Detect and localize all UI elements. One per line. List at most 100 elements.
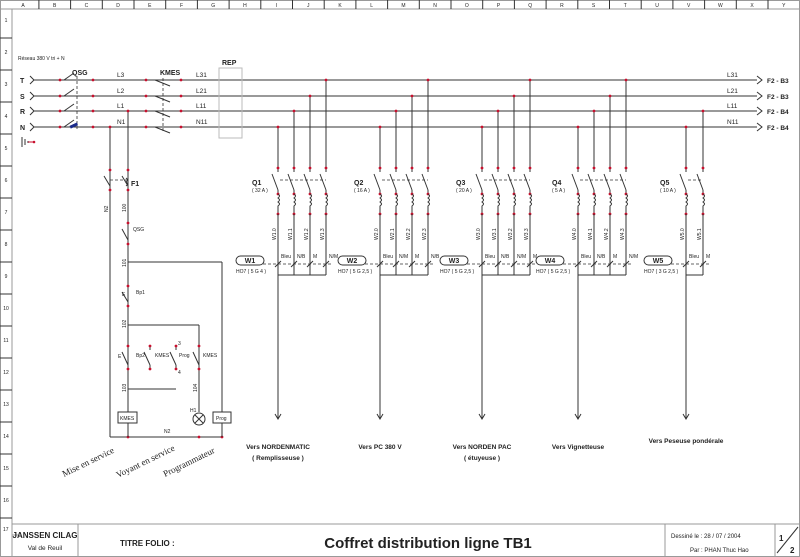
terminal-dot xyxy=(512,94,516,98)
terminal-dot xyxy=(576,166,580,170)
terminal-dot xyxy=(308,166,312,170)
switch-contact xyxy=(603,173,611,191)
terminal-dot xyxy=(126,367,130,371)
destination-label: Vers Vignetteuse xyxy=(552,444,605,451)
author: Par : PHAN Thuc Hao xyxy=(690,548,749,554)
switch-contact xyxy=(523,173,531,191)
thermal-trip-icon xyxy=(593,193,596,214)
terminal-dot xyxy=(174,367,178,371)
line-label: L1 xyxy=(117,103,125,110)
line-label: L21 xyxy=(196,88,207,95)
core-color: N/M xyxy=(399,254,408,260)
terminal-dot xyxy=(126,304,130,308)
switch-contact xyxy=(121,351,129,366)
switch-contact xyxy=(169,351,177,366)
core-color: Bleu xyxy=(383,254,393,260)
earth-icon xyxy=(21,137,36,147)
wire-label: W2.3 xyxy=(422,228,428,240)
wire-label: W3.0 xyxy=(476,228,482,240)
row-label-15: 15 xyxy=(3,466,9,472)
wire-label: W5.0 xyxy=(680,228,686,240)
column-label-U: U xyxy=(655,3,659,9)
thermal-trip-icon xyxy=(577,193,580,214)
terminal-dot xyxy=(684,125,688,129)
qsg-handle xyxy=(69,122,79,129)
destination-ref: F2 - B3 xyxy=(767,94,789,101)
prog-coil-label: Prog xyxy=(216,416,227,422)
terminal-dot xyxy=(378,125,382,129)
arrow-down-icon xyxy=(274,413,282,420)
core-color: N/M xyxy=(329,254,338,260)
thermal-trip-icon xyxy=(625,193,628,214)
switch-contact xyxy=(491,173,499,191)
line-label-end: L11 xyxy=(727,103,738,110)
terminal-dot xyxy=(126,221,130,225)
terminal-dot xyxy=(308,94,312,98)
core-color: N/B xyxy=(431,254,440,260)
column-label-Y: Y xyxy=(782,3,786,9)
thermal-trip-icon xyxy=(395,193,398,214)
wire-label: W1.1 xyxy=(288,228,294,240)
core-color: M xyxy=(533,254,537,260)
core-color: N/B xyxy=(597,254,606,260)
column-label-C: C xyxy=(85,3,89,9)
wire-label: W4.1 xyxy=(588,228,594,240)
row-label-7: 7 xyxy=(5,210,8,216)
column-label-V: V xyxy=(687,3,691,9)
wire-label: W4.3 xyxy=(620,228,626,240)
phase-label-S: S xyxy=(20,94,25,101)
terminal-dot xyxy=(91,109,95,113)
breaker-rating: ( 32 A ) xyxy=(252,188,268,194)
destination-label: Vers NORDENMATIC xyxy=(246,444,310,451)
switch-contact xyxy=(679,173,687,191)
wire-101: 101 xyxy=(122,258,128,267)
thermal-trip-icon xyxy=(277,193,280,214)
terminal-dot xyxy=(592,109,596,113)
column-label-D: D xyxy=(116,3,120,9)
switch-contact xyxy=(103,175,111,187)
row-label-16: 16 xyxy=(3,498,9,504)
terminal-dot xyxy=(126,284,130,288)
thermal-trip-icon xyxy=(685,193,688,214)
terminal-dot xyxy=(58,125,62,129)
wire-label: W4.2 xyxy=(604,228,610,240)
terminal-dot xyxy=(684,166,688,170)
core-color: N/B xyxy=(297,254,306,260)
rep-box xyxy=(218,67,243,139)
row-label-5: 5 xyxy=(5,146,8,152)
terminal-dot xyxy=(197,344,201,348)
wire-103: 103 xyxy=(122,383,128,392)
switch-contact xyxy=(405,173,413,191)
output-arrow-icon xyxy=(756,75,763,85)
row-label-2: 2 xyxy=(5,50,8,56)
destination-ref: F2 - B4 xyxy=(767,109,789,116)
wire-label: W1.3 xyxy=(320,228,326,240)
column-label-R: R xyxy=(560,3,564,9)
wire-102: 102 xyxy=(122,319,128,328)
thermal-trip-icon xyxy=(325,193,328,214)
terminal-dot xyxy=(108,125,112,129)
column-label-O: O xyxy=(465,3,469,9)
f1-label: F1 xyxy=(131,181,139,188)
folio-label: TITRE FOLIO : xyxy=(120,539,175,548)
terminal-dot xyxy=(108,168,112,172)
wire-104: 104 xyxy=(193,383,199,392)
terminal-dot xyxy=(324,166,328,170)
switch-contact xyxy=(421,173,429,191)
breaker-label: Q1 xyxy=(252,180,261,187)
terminal-dot xyxy=(624,78,628,82)
breaker-label: Q3 xyxy=(456,180,465,187)
terminal-dot xyxy=(144,125,148,129)
terminal-dot xyxy=(144,109,148,113)
terminal-dot xyxy=(528,166,532,170)
switch-contact xyxy=(303,173,311,191)
column-label-E: E xyxy=(148,3,152,9)
switch-contact xyxy=(475,173,483,191)
column-label-Q: Q xyxy=(528,3,532,9)
core-color: Bleu xyxy=(281,254,291,260)
core-color: M xyxy=(613,254,617,260)
terminal-dot xyxy=(197,367,201,371)
row-label-1: 1 xyxy=(5,18,8,24)
